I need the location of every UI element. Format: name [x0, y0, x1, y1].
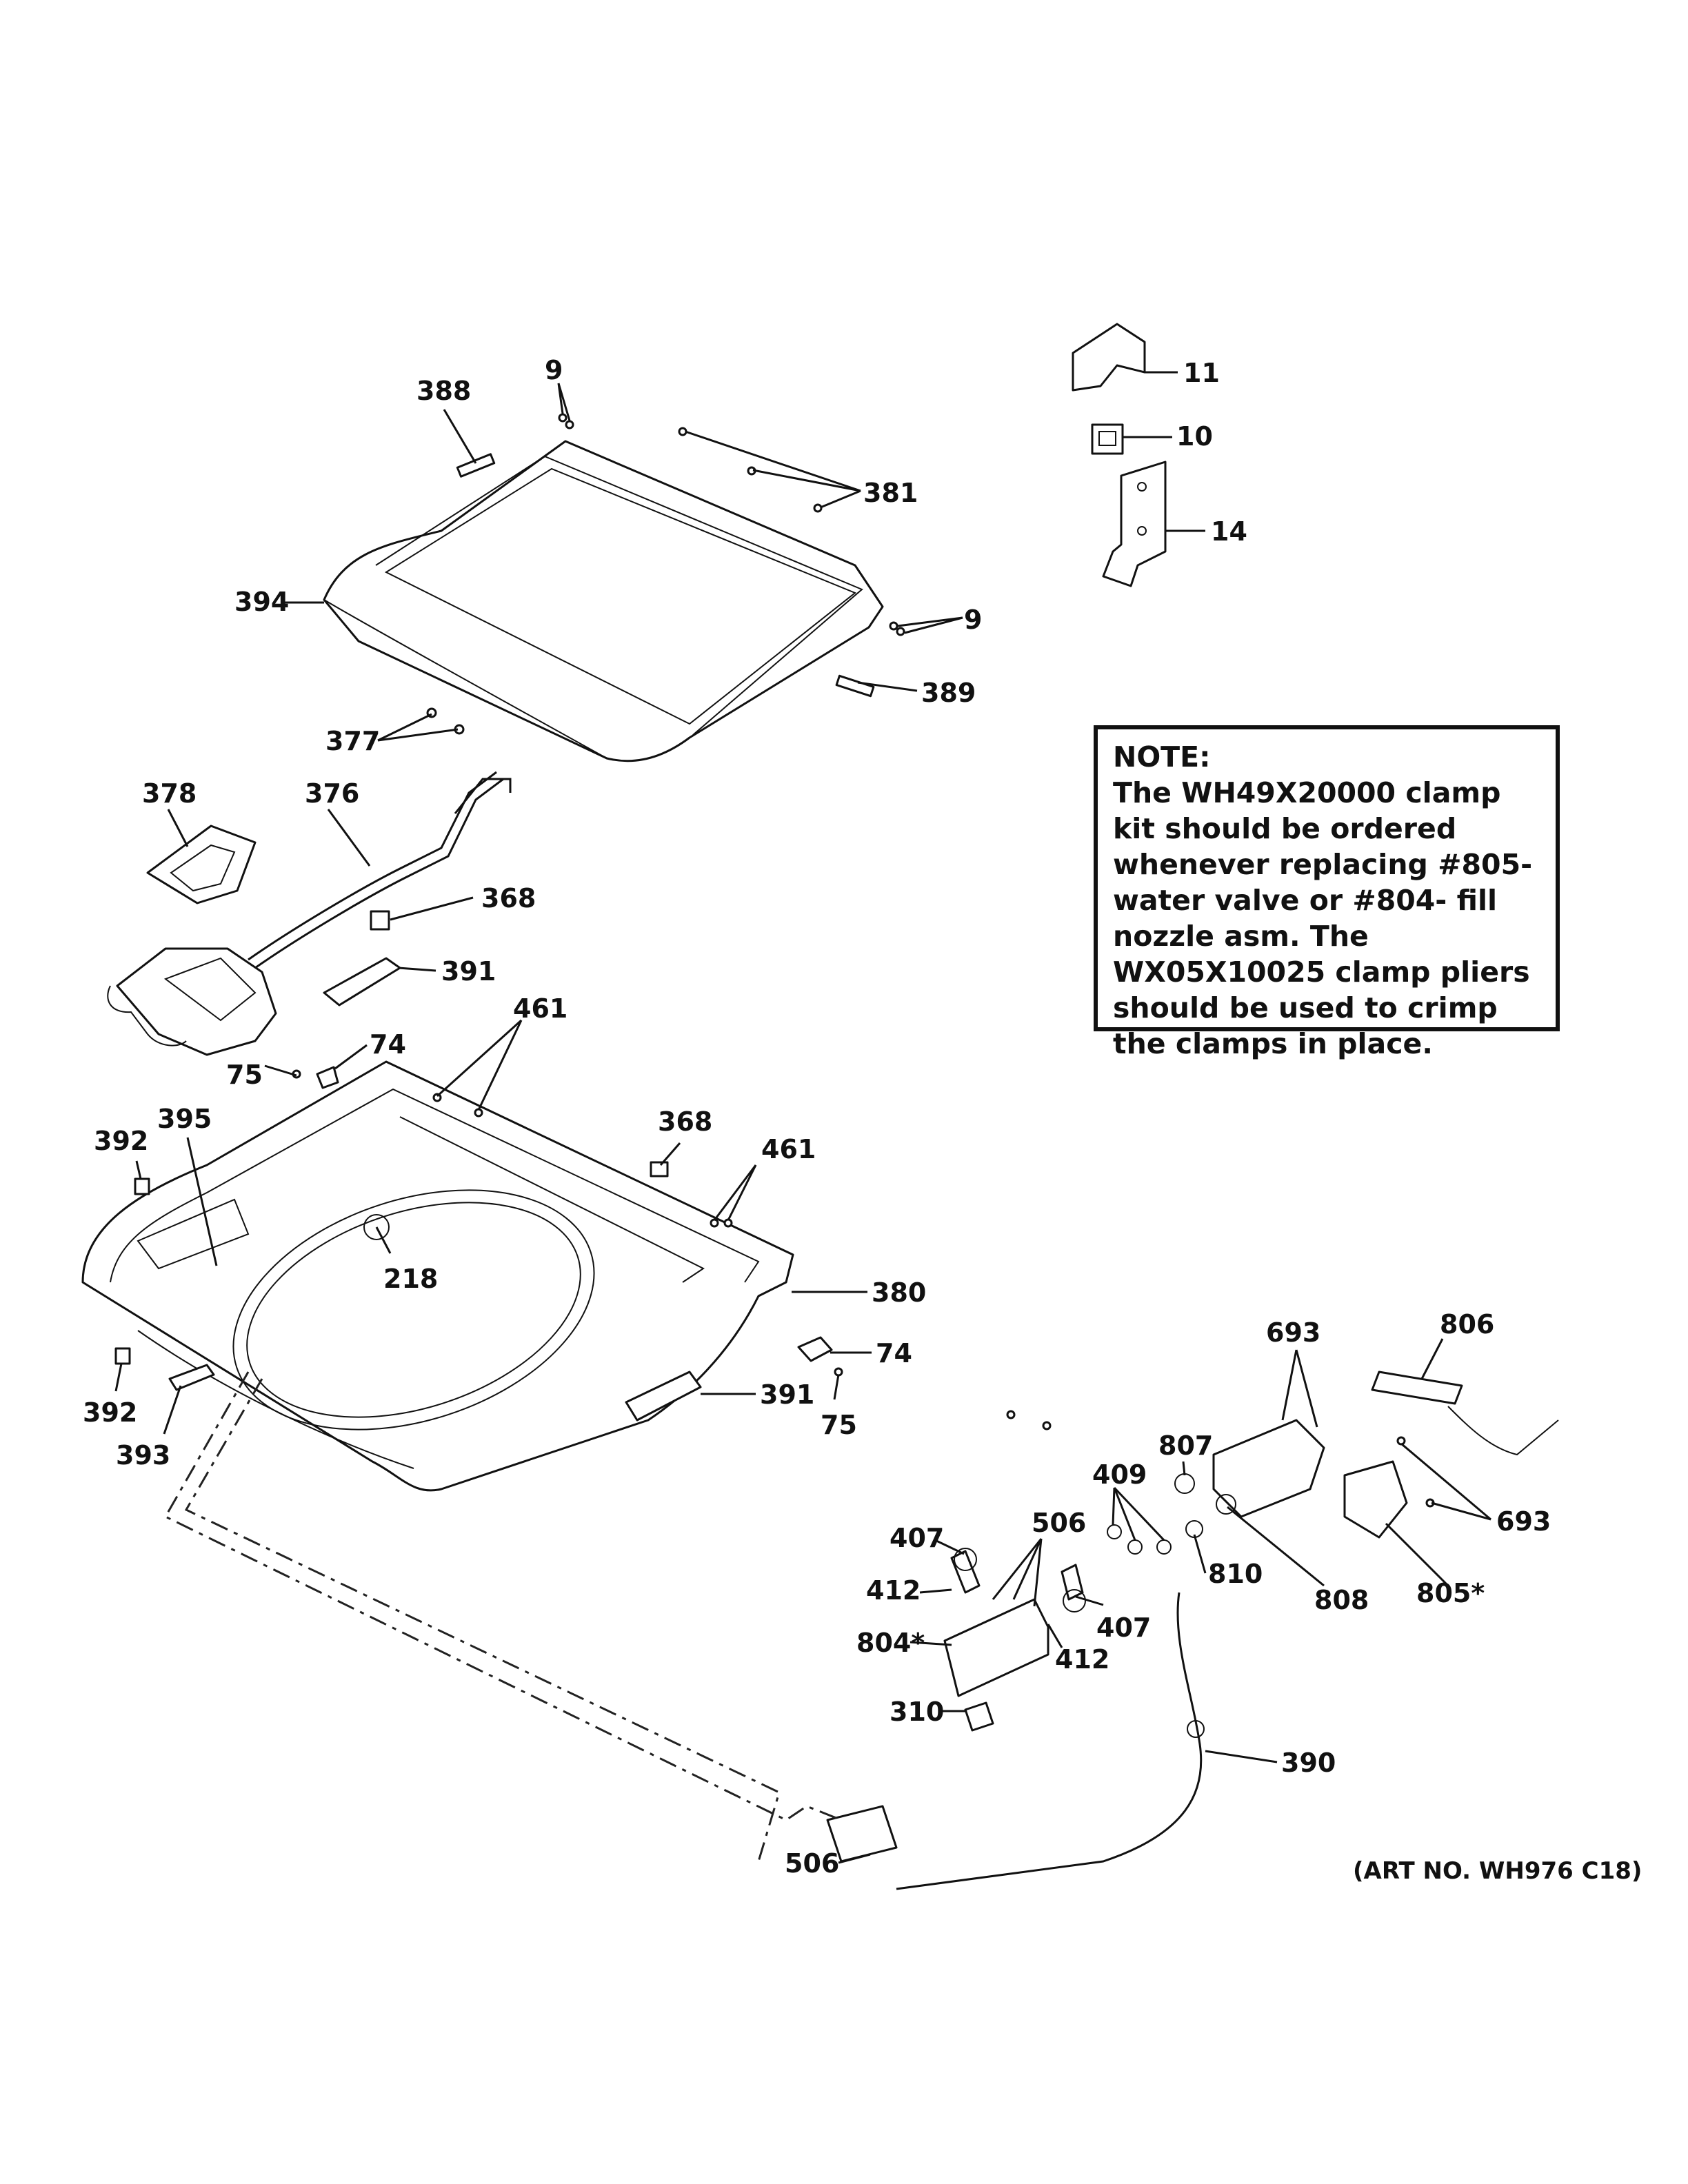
callout-14: 14 [1211, 516, 1247, 547]
callout-9-right: 9 [964, 605, 982, 635]
note-title: NOTE: [1113, 740, 1211, 774]
wire-routing-dashed-line [163, 1371, 842, 1821]
callout-368-lower: 368 [658, 1106, 712, 1137]
callout-10: 10 [1176, 421, 1213, 452]
callout-804: 804* [856, 1628, 925, 1658]
callout-381: 381 [863, 478, 918, 508]
callout-9: 9 [545, 355, 563, 385]
water-valve-parts [826, 1371, 1559, 1890]
callout-388: 388 [416, 376, 471, 406]
callout-391-lower: 391 [760, 1379, 814, 1410]
callout-74: 74 [370, 1029, 406, 1060]
callout-labels: 9 388 381 394 9 389 11 10 14 377 378 376… [83, 355, 1551, 1879]
callout-461: 461 [513, 993, 567, 1024]
callout-310: 310 [890, 1697, 944, 1727]
callout-693: 693 [1266, 1317, 1320, 1348]
callout-74-lower: 74 [876, 1338, 912, 1368]
wire-routing-dashed-line [184, 1378, 781, 1862]
callout-693-right: 693 [1496, 1506, 1551, 1537]
callout-407-lower: 407 [1096, 1612, 1151, 1643]
callout-218: 218 [383, 1264, 438, 1294]
lid-switch-parts [1072, 323, 1167, 587]
callout-806: 806 [1440, 1309, 1494, 1339]
callout-394: 394 [234, 587, 289, 617]
callout-390: 390 [1281, 1748, 1336, 1778]
callout-391: 391 [441, 956, 496, 987]
callout-392: 392 [94, 1126, 148, 1156]
callout-807: 807 [1158, 1430, 1213, 1461]
callout-380: 380 [872, 1277, 926, 1308]
callout-506-lower: 506 [785, 1848, 839, 1879]
callout-805: 805* [1416, 1578, 1485, 1608]
callout-808: 808 [1314, 1585, 1369, 1615]
callout-393: 393 [116, 1440, 170, 1470]
callout-377: 377 [325, 726, 380, 756]
callout-412-lower: 412 [1055, 1644, 1109, 1675]
callout-412: 412 [866, 1575, 921, 1606]
callout-395: 395 [157, 1104, 212, 1134]
callout-368: 368 [481, 883, 536, 913]
callout-75: 75 [226, 1060, 263, 1090]
leader-lines [114, 371, 1491, 1864]
callout-506: 506 [1032, 1508, 1086, 1538]
lid-assembly [323, 413, 905, 762]
callout-378: 378 [142, 778, 197, 809]
callout-376: 376 [305, 778, 359, 809]
callout-11: 11 [1183, 358, 1220, 388]
callout-392-lower: 392 [83, 1397, 137, 1428]
callout-407: 407 [890, 1523, 944, 1553]
callout-409: 409 [1092, 1459, 1147, 1490]
art-number: (ART NO. WH976 C18) [1353, 1857, 1642, 1885]
callout-810: 810 [1208, 1559, 1263, 1589]
hose-dispenser-parts [107, 771, 512, 1056]
note-text: The WH49X20000 clamp kit should be order… [1113, 776, 1533, 1060]
note-box: NOTE: The WH49X20000 clamp kit should be… [1094, 725, 1560, 1060]
callout-461-lower: 461 [761, 1134, 816, 1164]
callout-389: 389 [921, 678, 976, 708]
callout-75-lower: 75 [821, 1410, 857, 1440]
